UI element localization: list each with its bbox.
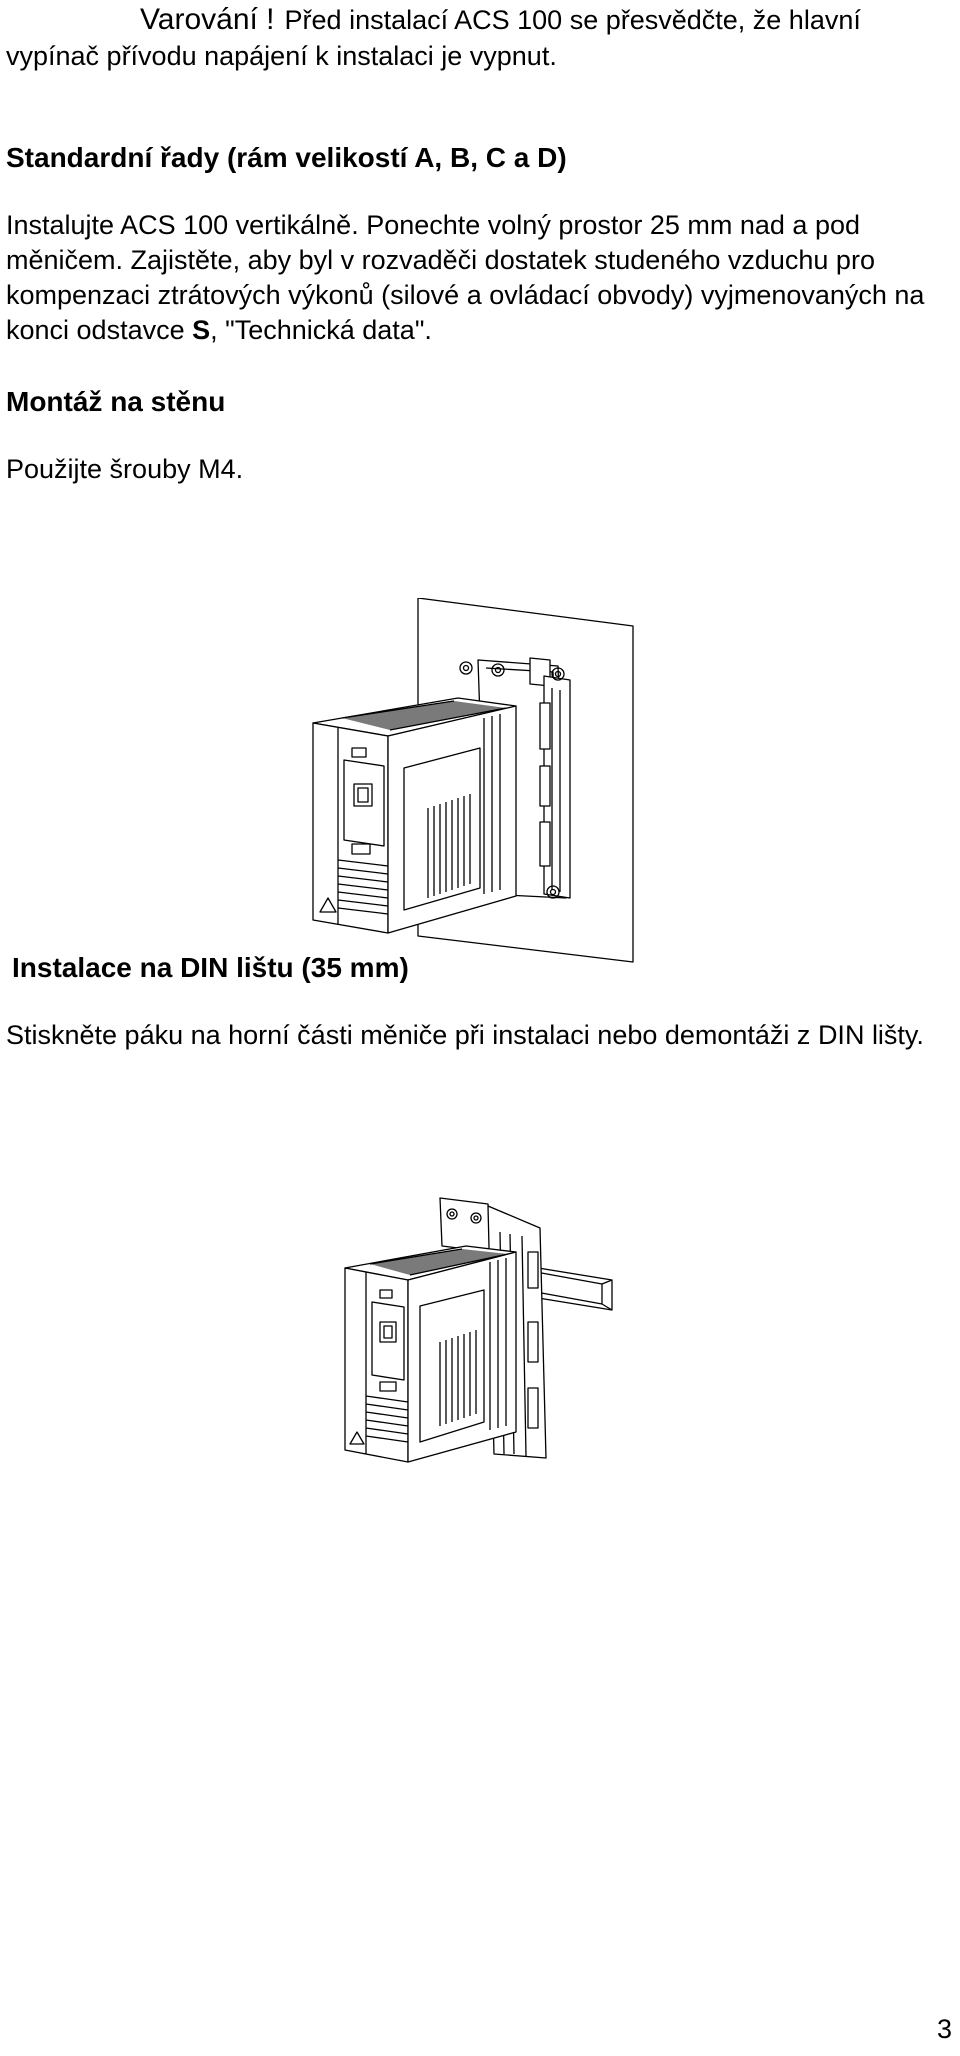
standard-paragraph-bold-ref: S <box>192 315 211 345</box>
heading-din-rail: Instalace na DIN lištu (35 mm) <box>12 952 409 983</box>
top-tab-din <box>380 1290 392 1298</box>
warning-lead: Varování ! <box>140 3 275 36</box>
front-vent-grille <box>338 860 388 914</box>
warning-text: Před instalací ACS 100 se přesvědčte, že… <box>6 5 861 71</box>
heading-wall-mounting: Montáž na stěnu <box>6 386 226 417</box>
drive-unit-din <box>345 1246 516 1462</box>
warning-triangle-icon <box>320 898 336 912</box>
handle-slot <box>352 844 370 854</box>
wall-mount-figure <box>308 598 638 963</box>
side-vent-fins <box>428 794 470 898</box>
page-number: 3 <box>936 2014 952 2044</box>
heading-standard-frames: Standardní řady (rám velikostí A, B, C a… <box>6 142 567 173</box>
drive-unit <box>313 698 516 933</box>
warning-triangle-icon-din <box>350 1432 364 1444</box>
side-vent-fins-din <box>440 1330 476 1426</box>
standard-paragraph-text: Instalujte ACS 100 vertikálně. Ponechte … <box>6 210 925 345</box>
front-vent-grille-din <box>366 1396 408 1442</box>
top-tab <box>352 748 366 757</box>
handle-slot-din <box>380 1382 396 1391</box>
warning-paragraph: Varování !Před instalací ACS 100 se přes… <box>6 2 946 74</box>
standard-install-paragraph: Instalujte ACS 100 vertikálně. Ponechte … <box>6 208 946 348</box>
wall-mounting-text: Použijte šrouby M4. <box>6 454 244 484</box>
standard-paragraph-end: , "Technická data". <box>210 315 432 345</box>
din-rail-figure <box>340 1192 640 1480</box>
din-rail-text: Stiskněte páku na horní části měniče při… <box>6 1020 924 1050</box>
mounting-screws <box>460 662 564 898</box>
